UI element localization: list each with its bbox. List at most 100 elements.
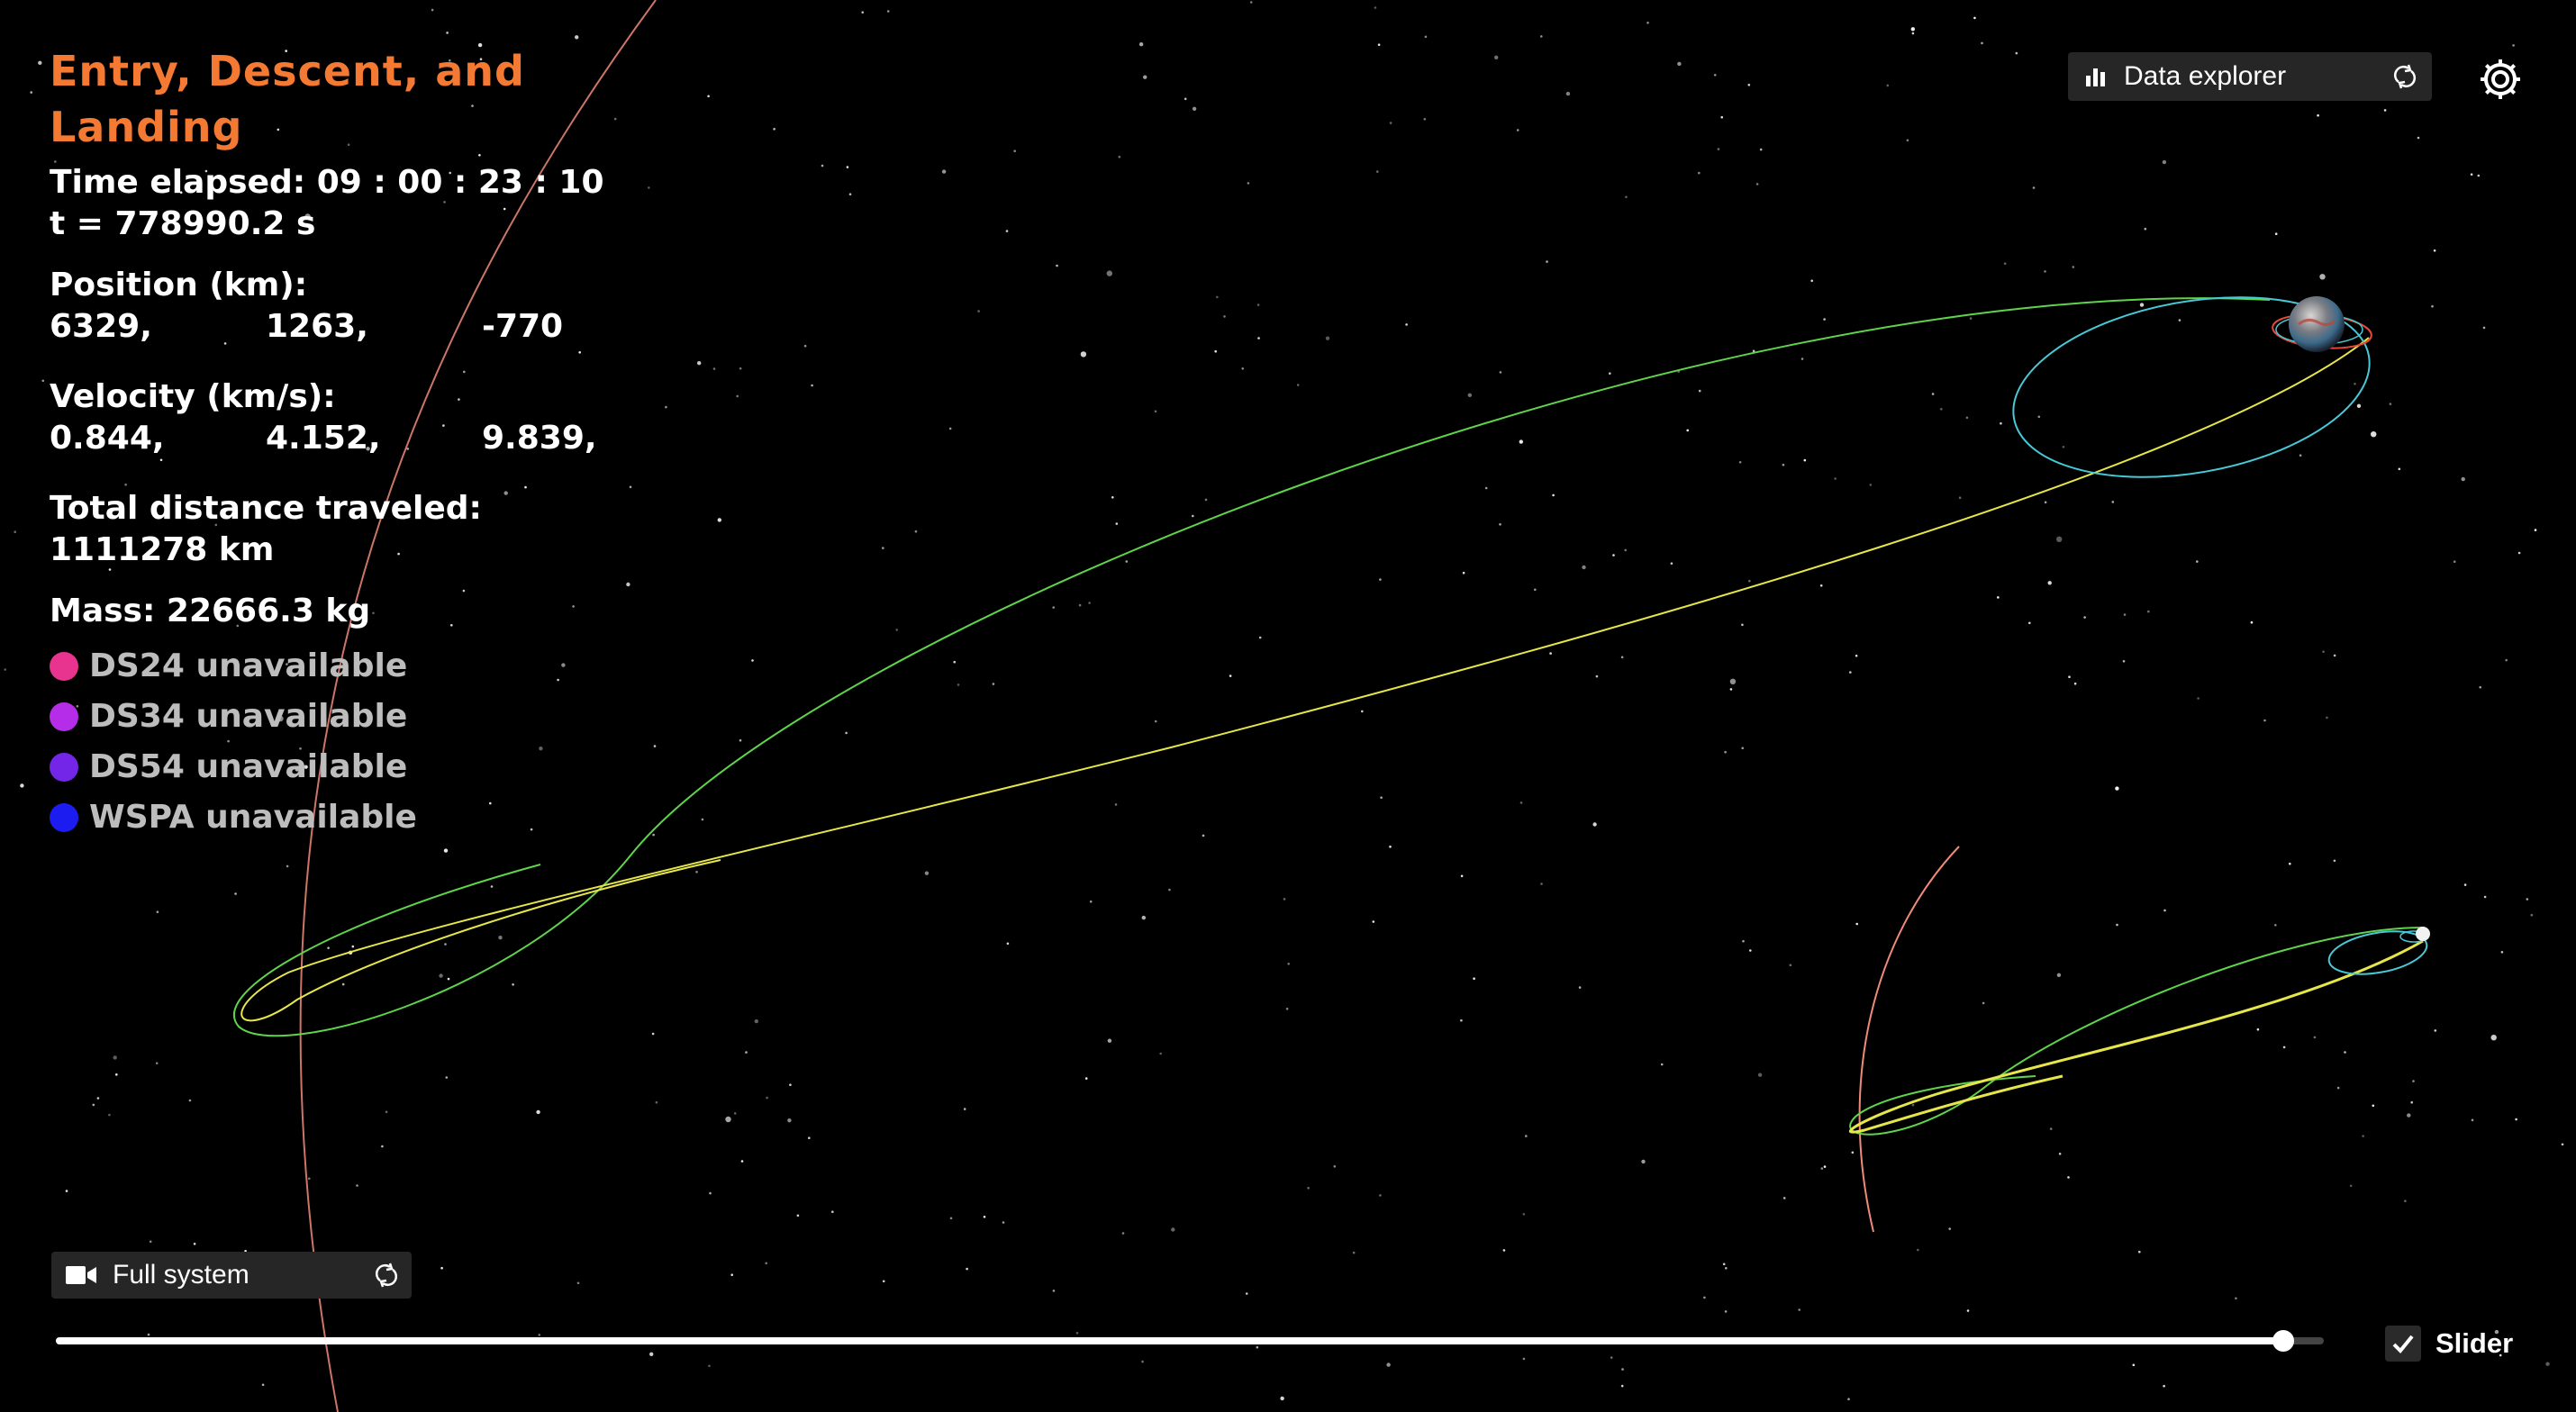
star <box>697 361 702 366</box>
station-ds34: DS34 unavailable <box>50 692 698 742</box>
star <box>479 58 483 60</box>
star <box>2028 621 2031 625</box>
star <box>1646 22 1649 24</box>
star <box>1114 803 1118 806</box>
slider-toggle[interactable]: Slider <box>2385 1326 2513 1362</box>
star <box>957 683 960 686</box>
star <box>1755 183 1759 186</box>
status-dot-icon <box>50 652 78 681</box>
data-explorer-button[interactable]: Data explorer <box>2068 52 2432 101</box>
star <box>96 1097 100 1100</box>
star <box>2561 1143 2564 1146</box>
star <box>1089 900 1093 903</box>
inset-planet-icon[interactable] <box>2416 927 2430 941</box>
star <box>471 104 474 107</box>
star <box>1729 678 1737 684</box>
star <box>2056 973 2062 978</box>
star <box>941 169 947 174</box>
star <box>327 946 330 949</box>
slider-toggle-label: Slider <box>2435 1327 2514 1359</box>
star <box>1724 750 1727 754</box>
star <box>1379 578 1382 581</box>
status-dot-icon <box>50 702 78 731</box>
star <box>1620 1384 1624 1388</box>
star <box>440 1266 443 1270</box>
star <box>38 60 42 66</box>
star <box>193 1243 196 1245</box>
star <box>1886 84 1890 87</box>
star <box>92 1103 95 1107</box>
star <box>108 568 112 571</box>
timeline-slider[interactable] <box>56 1330 2324 1352</box>
star <box>2461 476 2465 482</box>
page-title: Entry, Descent, and Landing <box>50 47 525 151</box>
star <box>2047 581 2052 585</box>
star <box>2500 951 2504 954</box>
star <box>1462 571 1465 575</box>
star <box>1460 1018 1463 1022</box>
star <box>439 973 443 978</box>
star <box>2319 274 2326 280</box>
star <box>2356 403 2362 408</box>
star <box>1969 317 1973 320</box>
star <box>236 624 240 628</box>
star <box>701 818 704 821</box>
star <box>1819 584 1823 587</box>
star <box>1552 493 1555 497</box>
distance-label: Total distance traveled: <box>50 490 482 527</box>
camera-view-button[interactable]: Full system <box>51 1252 412 1299</box>
star <box>1013 149 1016 152</box>
star <box>2389 403 2392 405</box>
star <box>536 1109 540 1115</box>
star <box>648 186 650 189</box>
star <box>2417 136 2420 140</box>
star <box>1810 279 1813 283</box>
star <box>512 983 514 986</box>
star <box>1798 1308 1800 1311</box>
star <box>808 1136 811 1139</box>
star <box>1851 1151 1855 1154</box>
star <box>796 1214 800 1217</box>
star <box>277 715 284 722</box>
star <box>149 1240 152 1244</box>
time-elapsed: Time elapsed: 09 : 00 : 23 : 10 <box>50 164 604 201</box>
star <box>1757 1073 1763 1077</box>
star <box>1056 264 1058 267</box>
camera-view-label: Full system <box>113 1260 249 1290</box>
star <box>2471 1118 2474 1122</box>
star <box>1624 548 1627 552</box>
star <box>2434 1029 2437 1032</box>
swap-icon[interactable] <box>372 1261 401 1290</box>
star <box>2003 262 2007 266</box>
position-values: 6329, 1263, -770 <box>50 306 698 348</box>
star <box>2333 859 2336 863</box>
star <box>2073 682 2077 685</box>
star <box>524 485 527 489</box>
swap-icon[interactable] <box>2390 62 2419 91</box>
star <box>1202 834 1205 837</box>
star <box>578 351 581 354</box>
star <box>463 370 466 374</box>
data-explorer-label: Data explorer <box>2124 61 2287 91</box>
star <box>445 1076 449 1079</box>
star <box>1722 1263 1726 1266</box>
star <box>2433 249 2436 252</box>
star <box>1906 139 1909 142</box>
star <box>1241 367 1244 370</box>
star <box>156 910 159 913</box>
gear-icon[interactable] <box>2477 56 2524 103</box>
star <box>665 405 667 409</box>
star <box>347 143 350 146</box>
star <box>449 59 451 62</box>
slider-checkbox[interactable] <box>2385 1326 2421 1362</box>
star <box>1782 463 1785 466</box>
star <box>261 1383 265 1387</box>
star <box>811 384 813 387</box>
planet-icon[interactable] <box>2289 296 2345 352</box>
timeline-slider-thumb[interactable] <box>2272 1330 2294 1352</box>
star <box>179 191 183 194</box>
star <box>626 582 630 587</box>
star <box>1361 710 1364 713</box>
star <box>992 683 995 685</box>
